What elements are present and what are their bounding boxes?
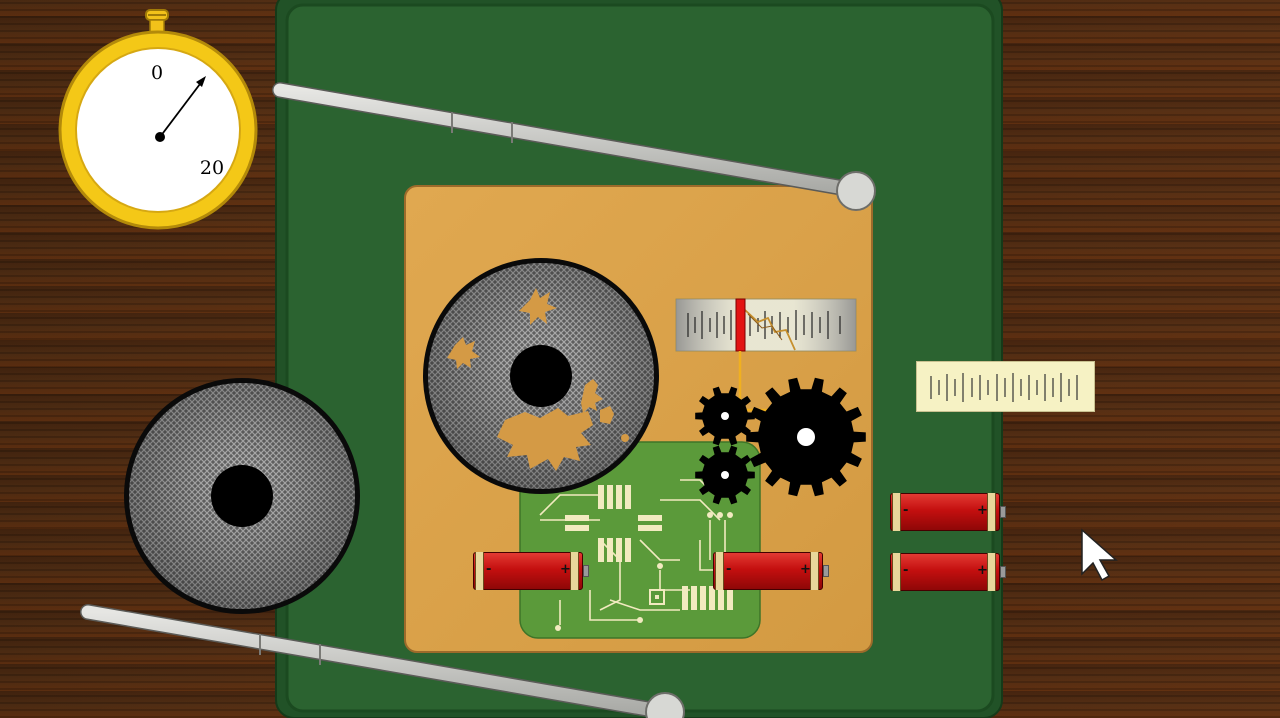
battery-terminal — [1000, 566, 1006, 578]
small-gear-top[interactable] — [695, 386, 755, 446]
battery-board-right[interactable]: - + — [713, 552, 829, 590]
battery-spare-top[interactable]: - + — [890, 493, 1006, 531]
battery-terminal — [823, 565, 829, 577]
battery-plus-label: + — [560, 562, 571, 577]
battery-body — [890, 553, 1000, 591]
battery-band — [987, 553, 996, 591]
battery-board-left[interactable]: - + — [473, 552, 589, 590]
battery-band — [475, 552, 484, 590]
battery-body — [713, 552, 823, 590]
center-tape-reel[interactable] — [423, 258, 659, 494]
battery-plus-label: + — [800, 562, 811, 577]
battery-body — [473, 552, 583, 590]
stopwatch: 0 20 — [58, 9, 258, 230]
stopwatch-bottom-label: 20 — [200, 157, 224, 179]
gear-hub — [721, 471, 729, 479]
battery-band — [892, 553, 901, 591]
gear-hub — [797, 428, 815, 446]
battery-minus-label: - — [726, 562, 732, 577]
bottom-rod[interactable] — [80, 604, 685, 718]
battery-band — [715, 552, 724, 590]
battery-terminal — [1000, 506, 1006, 518]
tape-strip-marks — [930, 373, 1078, 402]
large-gear[interactable] — [746, 377, 866, 497]
battery-band — [987, 493, 996, 531]
battery-band — [810, 552, 819, 590]
battery-body — [890, 493, 1000, 531]
mouse-cursor-icon — [1081, 528, 1118, 582]
gear-hub — [721, 412, 729, 420]
battery-minus-label: - — [903, 503, 909, 518]
grease-stain — [447, 288, 629, 471]
tape-strip[interactable] — [916, 361, 1095, 412]
top-rod[interactable] — [272, 82, 876, 211]
battery-minus-label: - — [486, 562, 492, 577]
battery-spare-bottom[interactable]: - + — [890, 553, 1006, 591]
left-tape-reel[interactable] — [124, 378, 360, 614]
battery-band — [892, 493, 901, 531]
battery-plus-label: + — [977, 563, 988, 578]
small-gear-bottom[interactable] — [695, 445, 755, 505]
battery-band — [570, 552, 579, 590]
battery-minus-label: - — [903, 563, 909, 578]
battery-terminal — [583, 565, 589, 577]
stopwatch-top-label: 0 — [151, 62, 163, 84]
battery-plus-label: + — [977, 503, 988, 518]
